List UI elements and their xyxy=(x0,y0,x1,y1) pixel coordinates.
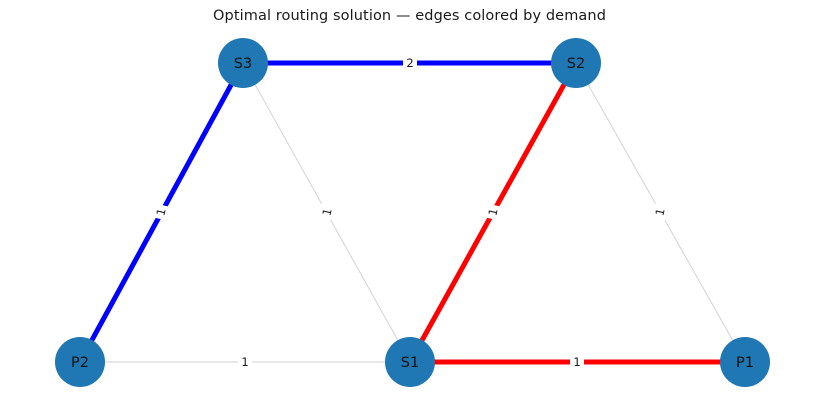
edge-label-s3-s1: 1 xyxy=(318,203,336,221)
graph-node-p1[interactable]: P1 xyxy=(720,337,770,387)
node-circle[interactable] xyxy=(218,38,268,88)
node-circle[interactable] xyxy=(385,337,435,387)
node-circle[interactable] xyxy=(55,337,105,387)
edge-label-background xyxy=(152,203,170,221)
node-circle[interactable] xyxy=(551,38,601,88)
edge-label-background xyxy=(318,203,336,221)
edge-label-background xyxy=(403,55,417,71)
edge-label-background xyxy=(238,354,252,370)
graph-node-s2[interactable]: S2 xyxy=(551,38,601,88)
edge-label-s3-s2: 2 xyxy=(403,55,417,71)
graph-node-s3[interactable]: S3 xyxy=(218,38,268,88)
edge-label-background xyxy=(651,203,669,221)
edges-layer xyxy=(77,60,746,365)
edge-label-background xyxy=(570,354,584,370)
edge-label-s1-p1: 1 xyxy=(570,354,584,370)
edge-label-background xyxy=(484,203,502,221)
page-title: Optimal routing solution — edges colored… xyxy=(213,8,606,24)
node-circle[interactable] xyxy=(720,337,770,387)
edge-label-s2-p1: 1 xyxy=(651,203,669,221)
graph-node-p2[interactable]: P2 xyxy=(55,337,105,387)
edge-label-p2-s1: 1 xyxy=(238,354,252,370)
graph-node-s1[interactable]: S1 xyxy=(385,337,435,387)
